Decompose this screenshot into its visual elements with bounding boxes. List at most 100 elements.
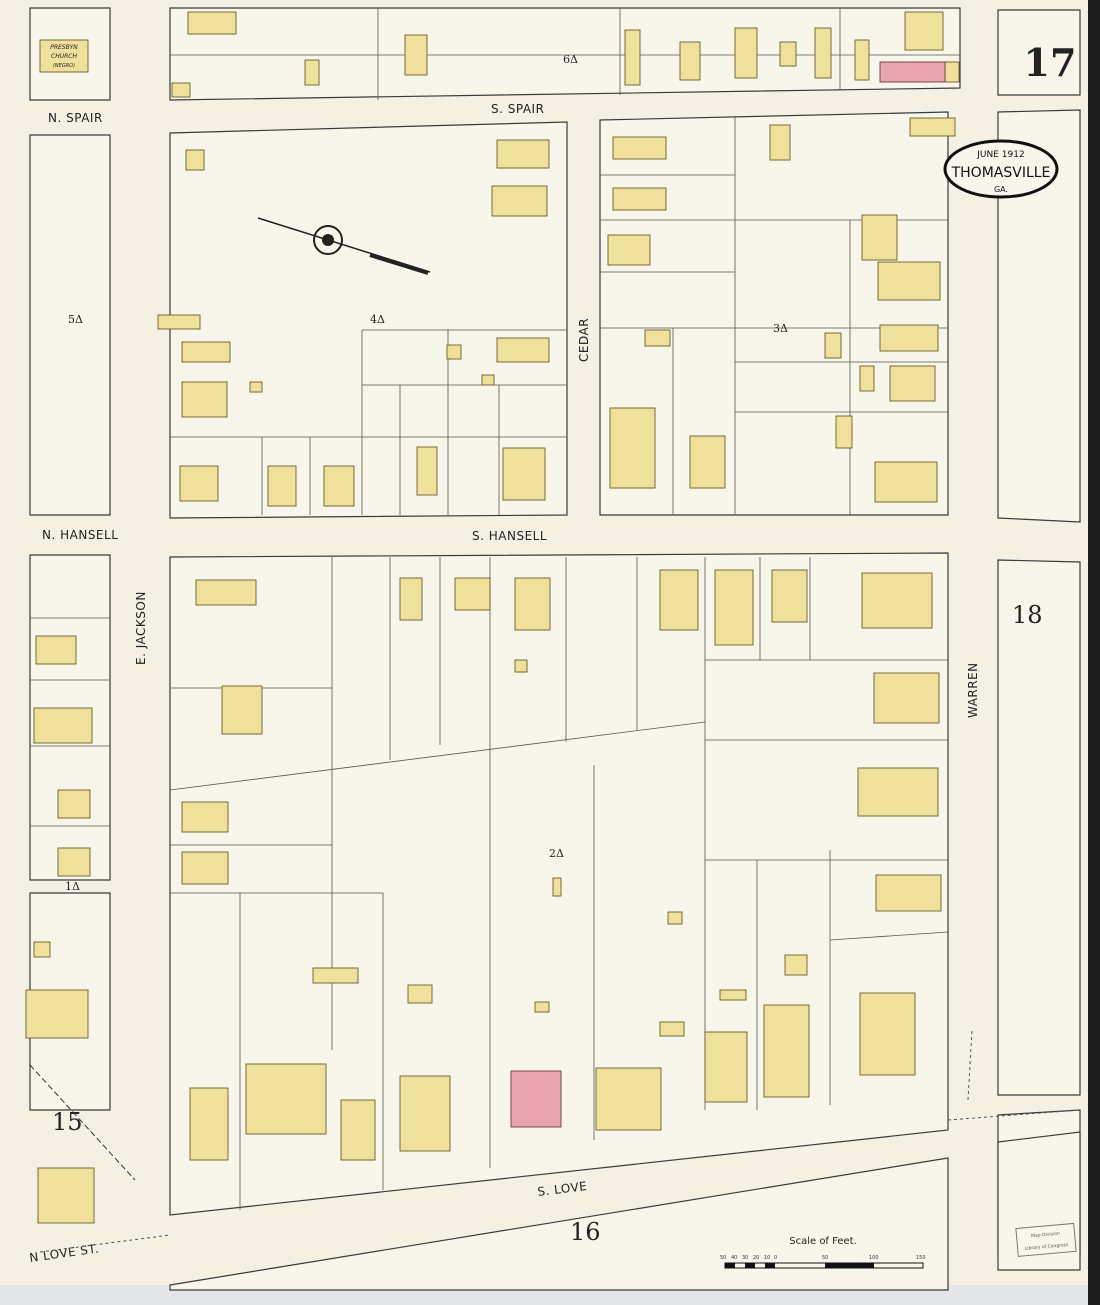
frame-building: [245, 1063, 327, 1135]
frame-building: [185, 149, 205, 171]
frame-building: [416, 446, 438, 496]
frame-building: [704, 1031, 748, 1103]
frame-building: [779, 41, 797, 67]
frame-building: [481, 374, 495, 386]
block-18: [997, 559, 1081, 1096]
frame-building: [304, 59, 320, 86]
scale-tick: 150: [916, 1255, 926, 1261]
block-number-4: 4Δ: [370, 313, 385, 326]
frame-building: [195, 579, 257, 606]
scale-tick: 0: [774, 1255, 777, 1261]
map-date: JUNE 1912: [976, 150, 1024, 160]
block-right-mid: [997, 109, 1081, 523]
frame-building: [33, 941, 51, 958]
church-label-3: (NEGRO): [53, 63, 75, 69]
frame-building: [875, 874, 942, 912]
scale-bar: Scale of Feet. 50 40 30 20 10 0 50 100 1…: [720, 1236, 926, 1269]
frame-building: [769, 124, 791, 161]
frame-building: [861, 214, 898, 261]
frame-building: [399, 1075, 451, 1152]
frame-building: [399, 577, 423, 621]
north-arrow-icon: [257, 217, 431, 275]
frame-building: [179, 465, 219, 502]
city-name: THOMASVILLE: [951, 165, 1051, 181]
frame-building: [514, 577, 551, 631]
block-bottom-right: [997, 1131, 1081, 1271]
frame-building: [37, 1167, 95, 1224]
frame-building: [944, 61, 960, 83]
frame-building: [454, 577, 491, 611]
frame-building: [609, 407, 656, 489]
frame-building: [595, 1067, 662, 1131]
buildings: [25, 11, 960, 1224]
frame-building: [189, 1087, 229, 1161]
adjacent-sheet-15: 15: [52, 1108, 83, 1136]
frame-building: [861, 572, 933, 629]
frame-building: [874, 461, 938, 503]
frame-building: [859, 365, 875, 392]
frame-building: [57, 789, 91, 819]
frame-building: [734, 27, 758, 79]
block-16: [169, 1157, 949, 1291]
scale-tick: 100: [869, 1255, 879, 1261]
frame-building: [857, 767, 939, 817]
frame-building: [719, 989, 747, 1001]
frame-building: [407, 984, 433, 1004]
brick-building-store: [879, 61, 946, 83]
block-6: [169, 7, 961, 101]
frame-building: [859, 992, 916, 1076]
block-number-3: 3Δ: [773, 322, 788, 335]
block-number-2: 2Δ: [549, 847, 564, 860]
title-cartouche: JUNE 1912 THOMASVILLE GA.: [943, 139, 1059, 199]
lot-lines: [30, 8, 960, 1210]
frame-building: [784, 954, 808, 976]
street-s-love: S. LOVE: [537, 1179, 588, 1199]
frame-building: [552, 877, 562, 897]
frame-building: [221, 685, 263, 735]
frame-building: [340, 1099, 376, 1161]
frame-building: [659, 569, 699, 631]
frame-building: [612, 187, 667, 211]
frame-building: [612, 136, 667, 160]
frame-building: [446, 344, 462, 360]
street-warren: WARREN: [966, 662, 980, 718]
stamp-line-2: Library of Congress: [1025, 1242, 1070, 1252]
frame-building: [181, 801, 229, 833]
frame-building: [404, 34, 428, 76]
scale-tick: 10: [764, 1255, 770, 1261]
frame-building: [171, 82, 191, 98]
frame-building: [35, 635, 77, 665]
frame-building: [181, 381, 228, 418]
frame-building: [607, 234, 651, 266]
block-17-right: [997, 9, 1081, 96]
street-n-hansell: N. HANSELL: [42, 528, 118, 542]
brick-building: [510, 1070, 562, 1128]
frame-building: [323, 465, 355, 507]
scale-tick: 30: [742, 1255, 748, 1261]
frame-building: [689, 435, 726, 489]
scale-title: Scale of Feet.: [789, 1236, 857, 1247]
frame-building: [624, 29, 641, 86]
frame-building: [824, 332, 842, 359]
church-label-2: CHURCH: [51, 53, 77, 60]
church-label-1: PRESBYN: [50, 44, 78, 51]
frame-building: [25, 989, 89, 1039]
frame-building: [814, 27, 832, 79]
scale-tick: 40: [731, 1255, 737, 1261]
state-name: GA.: [994, 185, 1008, 194]
frame-building: [873, 672, 940, 724]
street-s-hansell: S. HANSELL: [472, 529, 547, 543]
block-3: [599, 111, 949, 516]
frame-building: [889, 365, 936, 402]
frame-building: [496, 139, 550, 169]
frame-building: [835, 415, 853, 449]
page-edge: [1088, 0, 1100, 1305]
street-s-spair: S. SPAIR: [491, 102, 544, 116]
frame-building: [659, 1021, 685, 1037]
frame-building: [181, 851, 229, 885]
frame-building: [249, 381, 263, 393]
block-number-6: 6Δ: [563, 53, 578, 66]
street-e-jackson: E. JACKSON: [134, 591, 148, 665]
frame-building: [33, 707, 93, 744]
